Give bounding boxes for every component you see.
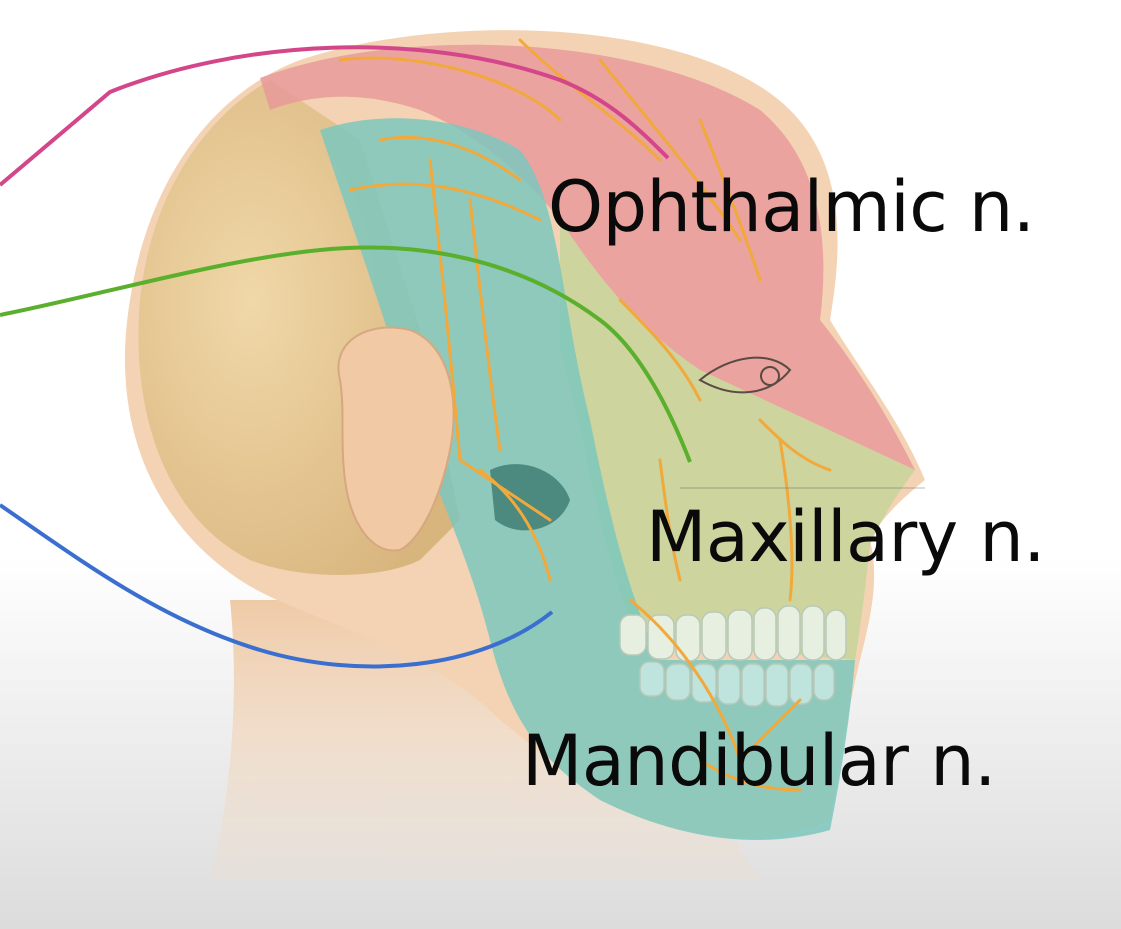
ophthalmic-pointer-line [0, 45, 670, 187]
jaw-notch [490, 464, 570, 531]
teeth [619, 605, 847, 707]
maxillary-pointer-line [0, 245, 692, 463]
maxillary-nerve-label: Maxillary n. [646, 496, 1046, 578]
ophthalmic-region [260, 44, 915, 470]
eye [698, 356, 792, 394]
nerve-branches [338, 38, 832, 792]
ophthalmic-nerve-label: Ophthalmic n. [548, 166, 1035, 248]
mandibular-nerve-label: Mandibular n. [522, 720, 996, 802]
mandibular-region [320, 118, 855, 841]
mandibular-pointer-line [0, 503, 554, 669]
ear [337, 326, 455, 552]
